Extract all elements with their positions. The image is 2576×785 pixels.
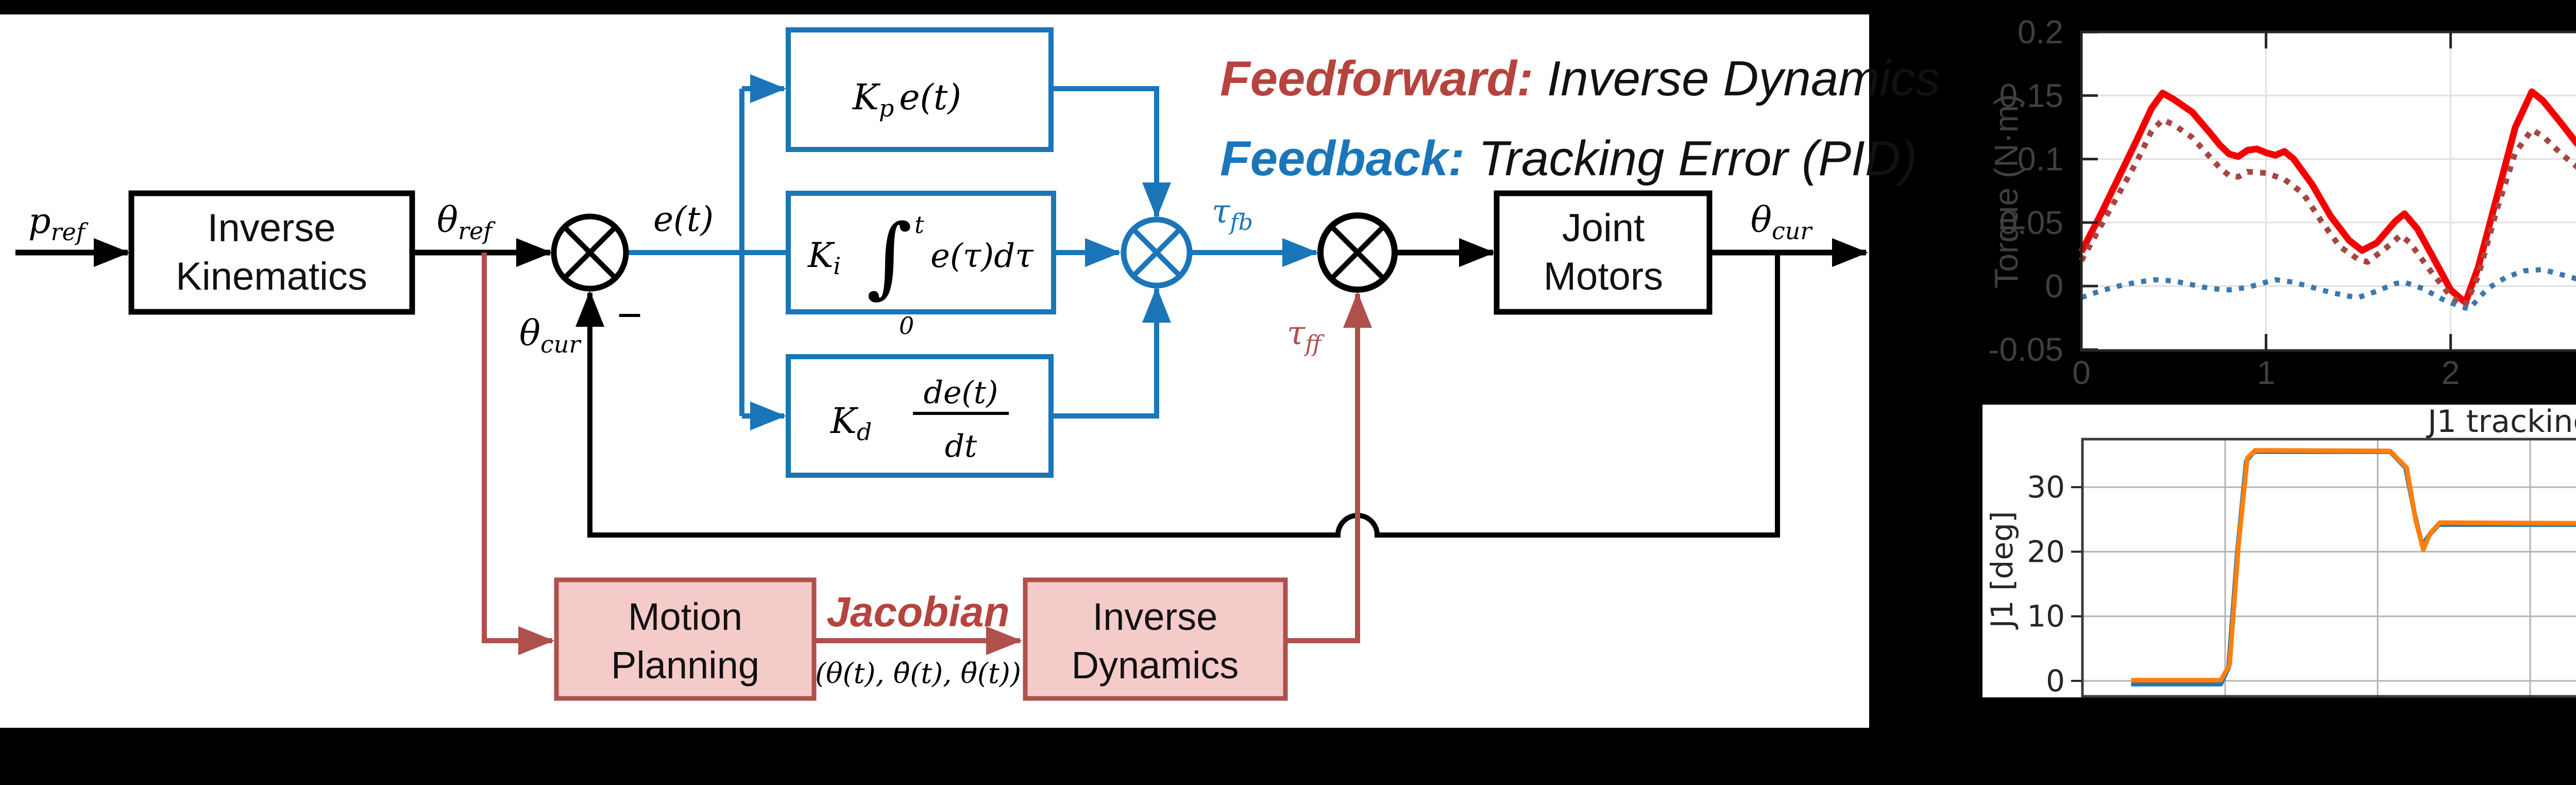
torque-series <box>2078 88 2576 312</box>
y-tick-label: -0.05 <box>1988 331 2063 368</box>
error-label: e(t) <box>653 199 714 239</box>
kd-denominator: dt <box>945 428 977 464</box>
tracking-axes-frame <box>2081 438 2576 698</box>
x-tick-label: 0 <box>2072 354 2091 391</box>
kp-to-sum-path <box>1051 86 1171 219</box>
ki-upper-limit: t <box>914 211 924 239</box>
y-tick-label: 0.1 <box>2018 141 2063 178</box>
sum-junction-error <box>551 213 629 292</box>
ki-gain: Ki <box>807 236 841 280</box>
y-tick-label: 0.05 <box>1999 204 2063 241</box>
torque-axes-frame <box>2080 30 2576 352</box>
joint-motors-label-1: Joint <box>1562 206 1645 250</box>
torque-y-axis-label: Torque (N·m) <box>1988 94 2025 289</box>
kd-numerator: de(t) <box>924 375 998 411</box>
series-tau_fb_pid <box>2080 267 2576 312</box>
inverse-dynamics-label-2: Dynamics <box>1072 644 1239 687</box>
series-tau_u_total <box>2078 88 2576 306</box>
tau-ff-label: τff <box>1287 314 1325 357</box>
torque-ticks <box>2080 30 2452 351</box>
block-diagram: Inverse Kinematics Joint Motors Motion P… <box>0 14 1940 728</box>
sum-junction-pid <box>1121 216 1193 289</box>
kd-to-sum-path <box>1051 287 1171 419</box>
y-tick-label: 0 <box>2045 268 2063 305</box>
theta-derivatives-label: (θ(t), θ̇(t), θ̈(t)) <box>815 657 1021 690</box>
ki-box <box>786 191 1056 314</box>
motion-planning-box <box>554 577 817 701</box>
tracking-series <box>2131 448 2576 687</box>
x-tick-label: 1 <box>2257 354 2276 391</box>
tracking-y-axis-label: J1 [deg] <box>1985 511 2020 629</box>
series-j1_model <box>2131 448 2576 683</box>
y-tick-label: 30 <box>2027 470 2065 505</box>
tracking-chart: J1 tracking (RMSE=0.495°) 0 10 20 30 J1 [de… <box>1982 404 2576 698</box>
sum-junction-torque <box>1317 212 1398 293</box>
motion-planning-label-1: Motion <box>628 595 742 638</box>
inverse-kinematics-box <box>128 190 415 315</box>
tracking-gridlines <box>2071 439 2576 696</box>
y-tick-label: 0.15 <box>1999 77 2063 114</box>
theta-cur-feedback-label: θcur <box>519 313 582 358</box>
feedback-annotation: Feedback: Tracking Error (PID) <box>1220 131 1917 186</box>
inverse-dynamics-box <box>1023 577 1288 701</box>
ki-integral-sign: ∫ <box>867 206 912 308</box>
tau-fb-label: τfb <box>1212 193 1253 236</box>
joint-motors-box <box>1494 190 1713 315</box>
y-tick-label: 0 <box>2046 663 2065 698</box>
torque-plot-area <box>2081 32 2576 350</box>
ki-lower-limit: 0 <box>899 312 914 340</box>
theta-ref-label: θref <box>437 200 496 245</box>
ki-expression: e(τ)dτ <box>930 237 1034 275</box>
tracking-tick-labels: 0 10 20 30 <box>2027 470 2065 698</box>
y-tick-label: 20 <box>2027 534 2065 569</box>
tracking-title: J1 tracking (RMSE=0.495°) <box>2426 404 2576 440</box>
ref-to-motion-planning-path <box>482 253 554 655</box>
inverse-kinematics-label-2: Kinematics <box>176 255 367 298</box>
feedforward-annotation: Feedforward: Inverse Dynamics <box>1220 51 1940 106</box>
tau-ff-path <box>1285 292 1372 643</box>
y-tick-label: 10 <box>2027 599 2065 634</box>
inverse-dynamics-label-1: Inverse <box>1093 595 1218 638</box>
theta-cur-output-label: θcur <box>1751 200 1813 245</box>
kd-gain: Kd <box>829 401 872 446</box>
p-ref-label: pref <box>28 201 89 246</box>
inverse-kinematics-label-1: Inverse <box>207 206 335 250</box>
y-tick-label: 0.2 <box>2018 13 2063 51</box>
minus-sign: − <box>617 291 642 339</box>
jacobian-label: Jacobian <box>826 589 1009 636</box>
kd-box <box>786 354 1054 478</box>
joint-motors-label-2: Motors <box>1544 255 1663 298</box>
x-tick-label: 2 <box>2442 354 2460 391</box>
torque-gridlines <box>2081 32 2576 350</box>
motion-planning-label-2: Planning <box>611 644 759 687</box>
kp-box <box>786 27 1054 152</box>
